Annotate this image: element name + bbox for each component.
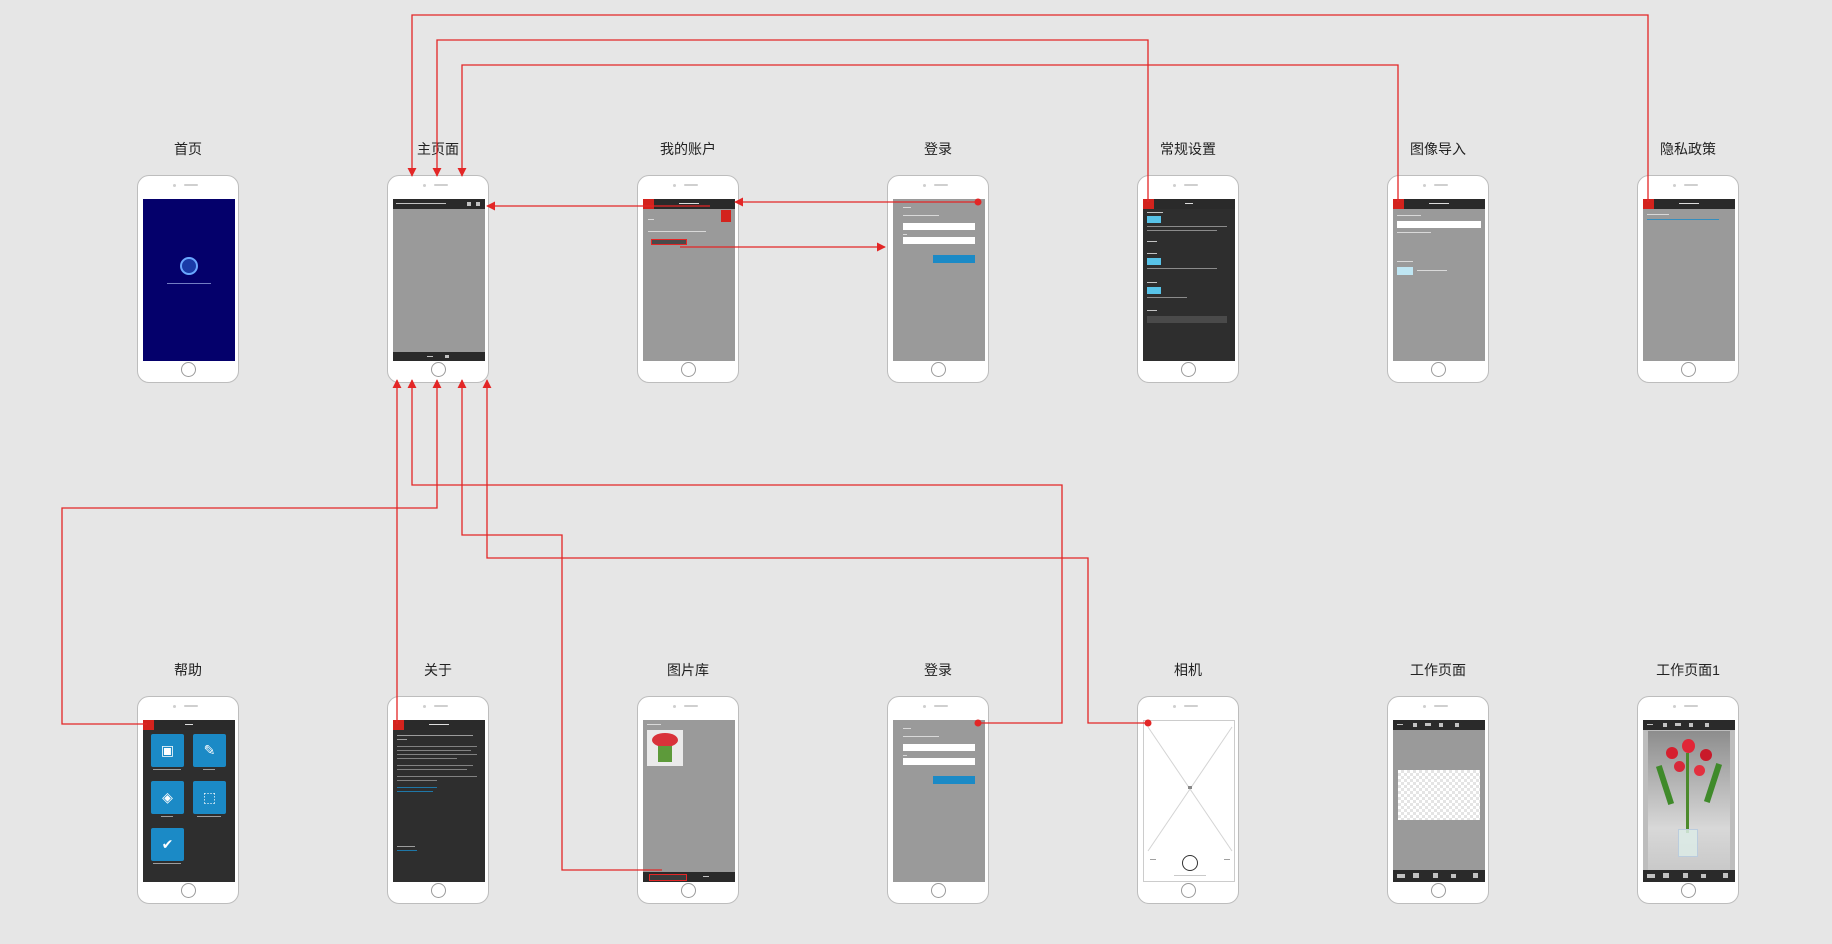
workspace-top-toolbar — [1393, 720, 1485, 730]
tulip-photo — [1648, 731, 1730, 870]
home-button-icon — [681, 883, 696, 898]
link-settings-to-main — [432, 39, 1149, 202]
screen-title: 工作页面1 — [1656, 662, 1720, 678]
camera-viewfinder — [1143, 720, 1235, 882]
screen-title: 图片库 — [667, 662, 709, 678]
screen-title: 关于 — [424, 662, 452, 678]
login-password-field[interactable] — [903, 237, 975, 244]
phone-frame — [387, 175, 489, 383]
import-toggle[interactable] — [1397, 267, 1413, 275]
login-password-field[interactable] — [903, 758, 975, 765]
screen-title: 相机 — [1174, 662, 1202, 678]
about-link-3[interactable] — [397, 850, 417, 851]
selection-icon[interactable]: ⬚ — [193, 781, 226, 814]
workspace-bottom-toolbar — [1643, 870, 1735, 882]
gallery-thumbnail[interactable] — [647, 730, 683, 766]
phone-frame — [887, 696, 989, 904]
settings-toggle-3[interactable] — [1147, 287, 1161, 294]
login-username-field[interactable] — [903, 223, 975, 230]
login-submit-button[interactable] — [933, 776, 975, 784]
home-button-icon — [1431, 883, 1446, 898]
home-button-icon — [1431, 362, 1446, 377]
screen-title: 常规设置 — [1160, 141, 1216, 157]
home-button-icon — [1681, 883, 1696, 898]
account-login-button[interactable] — [651, 239, 687, 245]
settings-toggle-1[interactable] — [1147, 216, 1161, 223]
home-button-icon — [1681, 362, 1696, 377]
splash-screen — [143, 199, 235, 361]
shutter-icon[interactable] — [1182, 855, 1198, 871]
phone-frame — [1137, 696, 1239, 904]
workspace-bottom-toolbar — [1393, 870, 1485, 882]
image-add-icon[interactable]: ▣ — [151, 734, 184, 767]
check-icon[interactable]: ✔ — [151, 828, 184, 861]
screen-title: 首页 — [174, 141, 202, 157]
settings-toggle-2[interactable] — [1147, 258, 1161, 265]
phone-frame — [1637, 696, 1739, 904]
gallery-home-button[interactable] — [649, 874, 687, 881]
phone-frame — [1137, 175, 1239, 383]
screen-title: 隐私政策 — [1660, 141, 1716, 157]
screen-title: 我的账户 — [660, 141, 716, 157]
home-button-icon — [181, 362, 196, 377]
workspace-canvas[interactable] — [1398, 770, 1480, 820]
link-camera-to-main — [482, 379, 1148, 724]
home-button-icon — [1181, 362, 1196, 377]
phone-frame — [137, 175, 239, 383]
account-avatar — [721, 210, 731, 222]
phone-frame: ▣ ✎ ◈ ⬚ ✔ — [137, 696, 239, 904]
home-button-icon — [181, 883, 196, 898]
import-select[interactable] — [1397, 221, 1481, 228]
settings-select[interactable] — [1147, 316, 1227, 323]
gallery-toolbar — [643, 872, 735, 882]
brush-icon[interactable]: ✎ — [193, 734, 226, 767]
phone-frame — [1387, 696, 1489, 904]
app-logo-icon — [180, 257, 198, 275]
screen-title: 图像导入 — [1410, 141, 1466, 157]
workspace-top-toolbar — [1643, 720, 1735, 730]
home-button-icon — [431, 883, 446, 898]
link-gallery-to-main — [457, 379, 662, 871]
about-link-1[interactable] — [397, 787, 437, 788]
screen-title: 主页面 — [417, 141, 459, 157]
tulip-photo — [652, 733, 678, 747]
main-toolbar — [393, 352, 485, 361]
login-submit-button[interactable] — [933, 255, 975, 263]
main-header — [393, 199, 485, 209]
screen-title: 登录 — [924, 141, 952, 157]
phone-frame — [1387, 175, 1489, 383]
home-button-icon — [931, 883, 946, 898]
phone-frame — [637, 175, 739, 383]
home-button-icon — [931, 362, 946, 377]
link-privacy-to-main — [407, 14, 1649, 202]
home-button-icon — [431, 362, 446, 377]
phone-frame — [637, 696, 739, 904]
screen-title: 帮助 — [174, 662, 202, 678]
screen-title: 工作页面 — [1410, 662, 1466, 678]
about-link-2[interactable] — [397, 791, 433, 792]
phone-frame — [387, 696, 489, 904]
privacy-link[interactable] — [1647, 219, 1719, 220]
login-username-field[interactable] — [903, 744, 975, 751]
layers-icon[interactable]: ◈ — [151, 781, 184, 814]
phone-frame — [1637, 175, 1739, 383]
home-button-icon — [1181, 883, 1196, 898]
home-button-icon — [681, 362, 696, 377]
phone-frame — [887, 175, 989, 383]
screen-title: 登录 — [924, 662, 952, 678]
